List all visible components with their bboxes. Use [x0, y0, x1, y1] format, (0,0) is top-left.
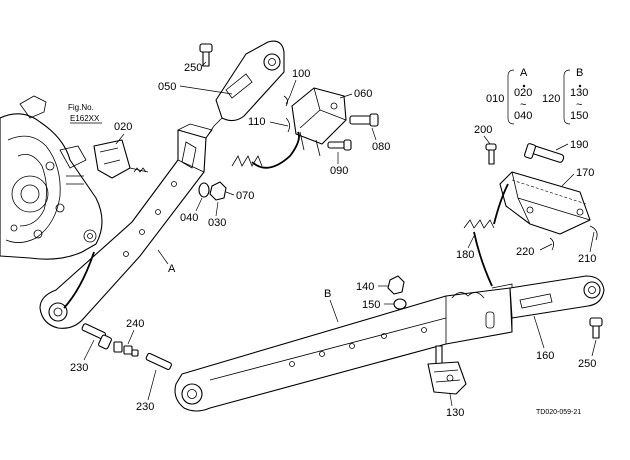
pin-080 — [349, 113, 379, 127]
part-240-label: 240 — [126, 318, 144, 330]
adjuster-240 — [113, 341, 139, 357]
arm-a-label: A — [168, 263, 176, 275]
part-250-bottom-leader — [591, 339, 597, 357]
part-200-leader — [483, 135, 491, 145]
part-180-leader — [467, 235, 475, 249]
part-230-upper-leader — [83, 339, 95, 361]
legend-b-bottom: 150 — [570, 110, 588, 122]
washer-040 — [198, 182, 210, 198]
bracket-130 — [427, 345, 467, 395]
bracket-060 — [291, 87, 347, 157]
legend-a-code: 010 — [486, 93, 504, 105]
part-160-label: 160 — [536, 350, 554, 362]
legend-group-a: 010 A 020 ~ 040 — [486, 67, 532, 125]
transmission-housing — [0, 95, 103, 260]
lower-link-a — [39, 123, 213, 329]
plate-170 — [499, 171, 591, 235]
part-050-leader — [179, 85, 233, 95]
spring-070 — [231, 131, 300, 169]
part-140-label: 140 — [356, 281, 374, 293]
part-230-upper-label: 230 — [70, 362, 88, 374]
legend-b-header: B — [576, 67, 583, 79]
pin-190 — [524, 143, 565, 163]
part-240-leader — [127, 329, 135, 345]
part-090-label: 090 — [330, 165, 348, 177]
part-040-leader — [195, 197, 203, 212]
clip-110 — [285, 117, 290, 133]
clip-210 — [589, 225, 598, 241]
part-170-leader — [561, 173, 575, 187]
part-250-bottom-label: 250 — [578, 358, 596, 370]
pin-200 — [485, 143, 497, 165]
part-070-label: 070 — [236, 190, 254, 202]
washer-150 — [393, 298, 407, 310]
part-110-leader — [269, 121, 289, 127]
nut-140 — [387, 275, 405, 295]
part-020-leader — [115, 133, 125, 145]
part-060-label: 060 — [354, 88, 372, 100]
part-050-label: 050 — [158, 81, 176, 93]
clip-220 — [549, 237, 554, 251]
part-080-label: 080 — [372, 141, 390, 153]
lower-link-b — [174, 283, 513, 412]
legend-b-tilde: ~ — [576, 99, 582, 111]
part-230-lower-label: 230 — [136, 401, 154, 413]
part-190-label: 190 — [570, 139, 588, 151]
part-210-leader — [589, 231, 595, 253]
part-220-leader — [539, 243, 553, 251]
part-110-label: 110 — [248, 116, 266, 128]
pin-230-upper — [81, 323, 112, 350]
part-060-leader — [339, 93, 353, 99]
figure-ref-line2: E162XX — [70, 114, 100, 123]
spring-180 — [463, 183, 509, 287]
part-030-label: 030 — [208, 217, 226, 229]
nut-030 — [209, 181, 227, 201]
pin-250-top — [199, 43, 213, 67]
arm-a-leader — [157, 249, 169, 265]
part-030-leader — [215, 201, 219, 217]
part-100-label: 100 — [292, 68, 310, 80]
part-170-label: 170 — [576, 167, 594, 179]
clip-100 — [283, 95, 288, 107]
part-250-top-leader — [201, 61, 207, 67]
part-230-lower-leader — [147, 369, 157, 401]
part-130-label: 130 — [446, 407, 464, 419]
drawing-code: TD020-059-21 — [536, 409, 581, 416]
part-220-label: 220 — [516, 246, 534, 258]
part-200-label: 200 — [474, 124, 492, 136]
pin-090 — [327, 139, 352, 151]
part-150-label: 150 — [362, 299, 380, 311]
part-160-leader — [533, 315, 545, 349]
bracket-020 — [93, 139, 149, 179]
pin-250-bottom — [589, 317, 603, 339]
legend-a-top: 020 — [514, 87, 532, 99]
legend-b-top: 130 — [570, 87, 588, 99]
lift-rod-160 — [509, 275, 605, 319]
part-190-leader — [555, 143, 569, 151]
part-020-label: 020 — [114, 121, 132, 133]
part-210-label: 210 — [578, 253, 596, 265]
part-070-leader — [225, 191, 235, 196]
pin-230-lower — [145, 352, 172, 371]
legend-a-tilde: ~ — [520, 99, 526, 111]
legend-group-b: 120 B 130 ~ 150 — [542, 67, 588, 125]
part-040-label: 040 — [180, 212, 198, 224]
part-250-top-label: 250 — [184, 62, 202, 74]
legend-a-header: A — [520, 67, 528, 79]
arm-b-label: B — [324, 288, 331, 300]
arm-b-leader — [329, 299, 339, 323]
legend-b-code: 120 — [542, 93, 560, 105]
part-080-leader — [371, 127, 377, 141]
part-130-leader — [449, 393, 453, 407]
part-180-label: 180 — [456, 249, 474, 261]
lift-rod-050 — [205, 40, 285, 139]
figure-ref-line1: Fig.No. — [68, 103, 94, 112]
legend-a-bottom: 040 — [514, 110, 532, 122]
